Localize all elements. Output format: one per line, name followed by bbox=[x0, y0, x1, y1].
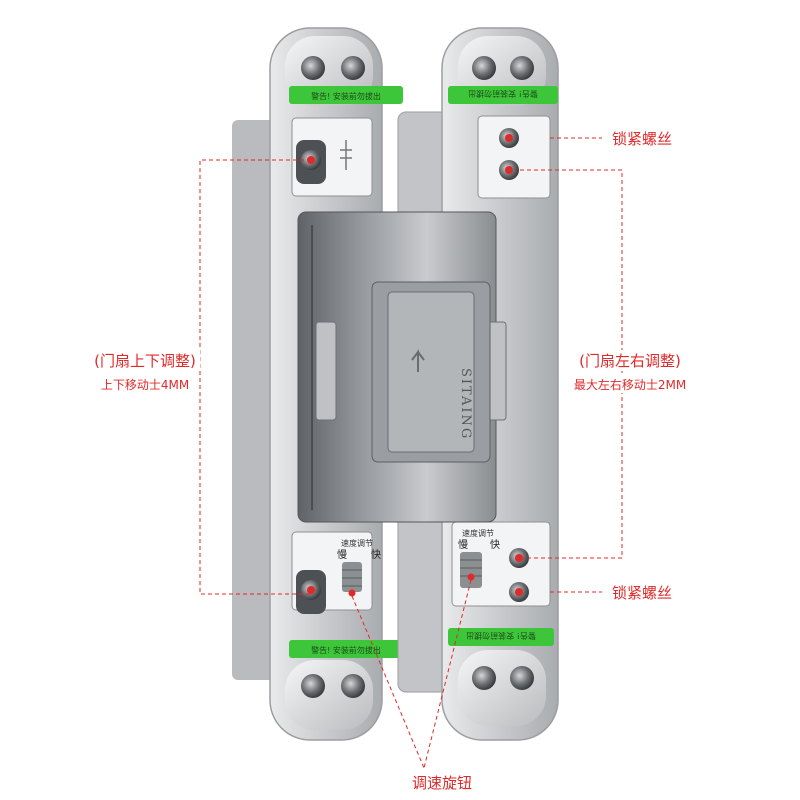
left-hinge-leaf bbox=[232, 27, 403, 741]
speed-plate-title-left: 速度调节 bbox=[341, 538, 373, 548]
lock-point-marker bbox=[515, 554, 523, 562]
lock-point-marker bbox=[515, 588, 523, 596]
arrow-up-icon bbox=[411, 349, 425, 372]
screw-hole-icon bbox=[510, 56, 534, 80]
screw-hole-icon bbox=[301, 674, 325, 698]
warning-tag-left-bottom-text: 警告! 安装前勿拔出 bbox=[311, 645, 381, 655]
speed-knob-leader-left bbox=[351, 595, 425, 769]
screw-hole-icon bbox=[341, 674, 365, 698]
vertical-adjust-range: 上下移动士4MM bbox=[96, 376, 194, 393]
screw-hole-icon bbox=[341, 56, 365, 80]
lock-screw-bottom-label: 锁紧螺丝 bbox=[612, 584, 673, 602]
speed-knob-icon bbox=[460, 552, 482, 588]
warning-tag-right-bottom bbox=[448, 628, 554, 646]
brand-engraving: SITAING bbox=[458, 368, 473, 440]
speed-plate-fast-left: 快 bbox=[371, 549, 381, 561]
screw-hole-icon bbox=[301, 56, 325, 80]
lock-screw-top-label: 锁紧螺丝 bbox=[612, 130, 673, 148]
lock-point-marker bbox=[505, 166, 513, 174]
hinge-knuckle bbox=[297, 211, 507, 523]
screw-hole-icon bbox=[472, 666, 496, 690]
vertical-adjust-title: (门扇上下调整) bbox=[90, 350, 200, 371]
speed-knob-icon bbox=[342, 562, 362, 592]
adjust-point-marker bbox=[307, 586, 315, 594]
speed-knob-label: 调速旋钮 bbox=[411, 774, 473, 792]
knob-point-marker bbox=[348, 589, 356, 597]
speed-plate-slow-left: 慢 bbox=[337, 549, 347, 561]
knob-point-marker bbox=[467, 573, 475, 581]
speed-plate-slow-right: 慢 bbox=[458, 539, 468, 551]
screw-hole-icon bbox=[510, 666, 534, 690]
horizontal-adjust-range: 最大左右移动士2MM bbox=[569, 376, 691, 393]
lock-point-marker bbox=[505, 134, 513, 142]
warning-tag-right-top-text: 警告! 安装前勿拔出 bbox=[468, 89, 538, 99]
speed-plate-fast-right: 快 bbox=[490, 539, 500, 551]
speed-knob-leader-right bbox=[423, 579, 472, 769]
right-upper-lock-window bbox=[477, 115, 551, 199]
right-bottom-cap bbox=[458, 650, 546, 726]
speed-plate-title-right: 速度调节 bbox=[462, 528, 494, 538]
screw-hole-icon bbox=[472, 56, 496, 80]
warning-tag-right-bottom-text: 警告! 安装前勿拔出 bbox=[466, 631, 536, 641]
warning-tag-left-bottom bbox=[289, 640, 403, 658]
warning-tag-left-top bbox=[289, 86, 403, 104]
warning-tag-right-top bbox=[448, 86, 558, 104]
warning-tag-left-top-text: 警告! 安装前勿拔出 bbox=[311, 91, 381, 101]
horizontal-adjust-title: (门扇左右调整) bbox=[575, 350, 685, 371]
